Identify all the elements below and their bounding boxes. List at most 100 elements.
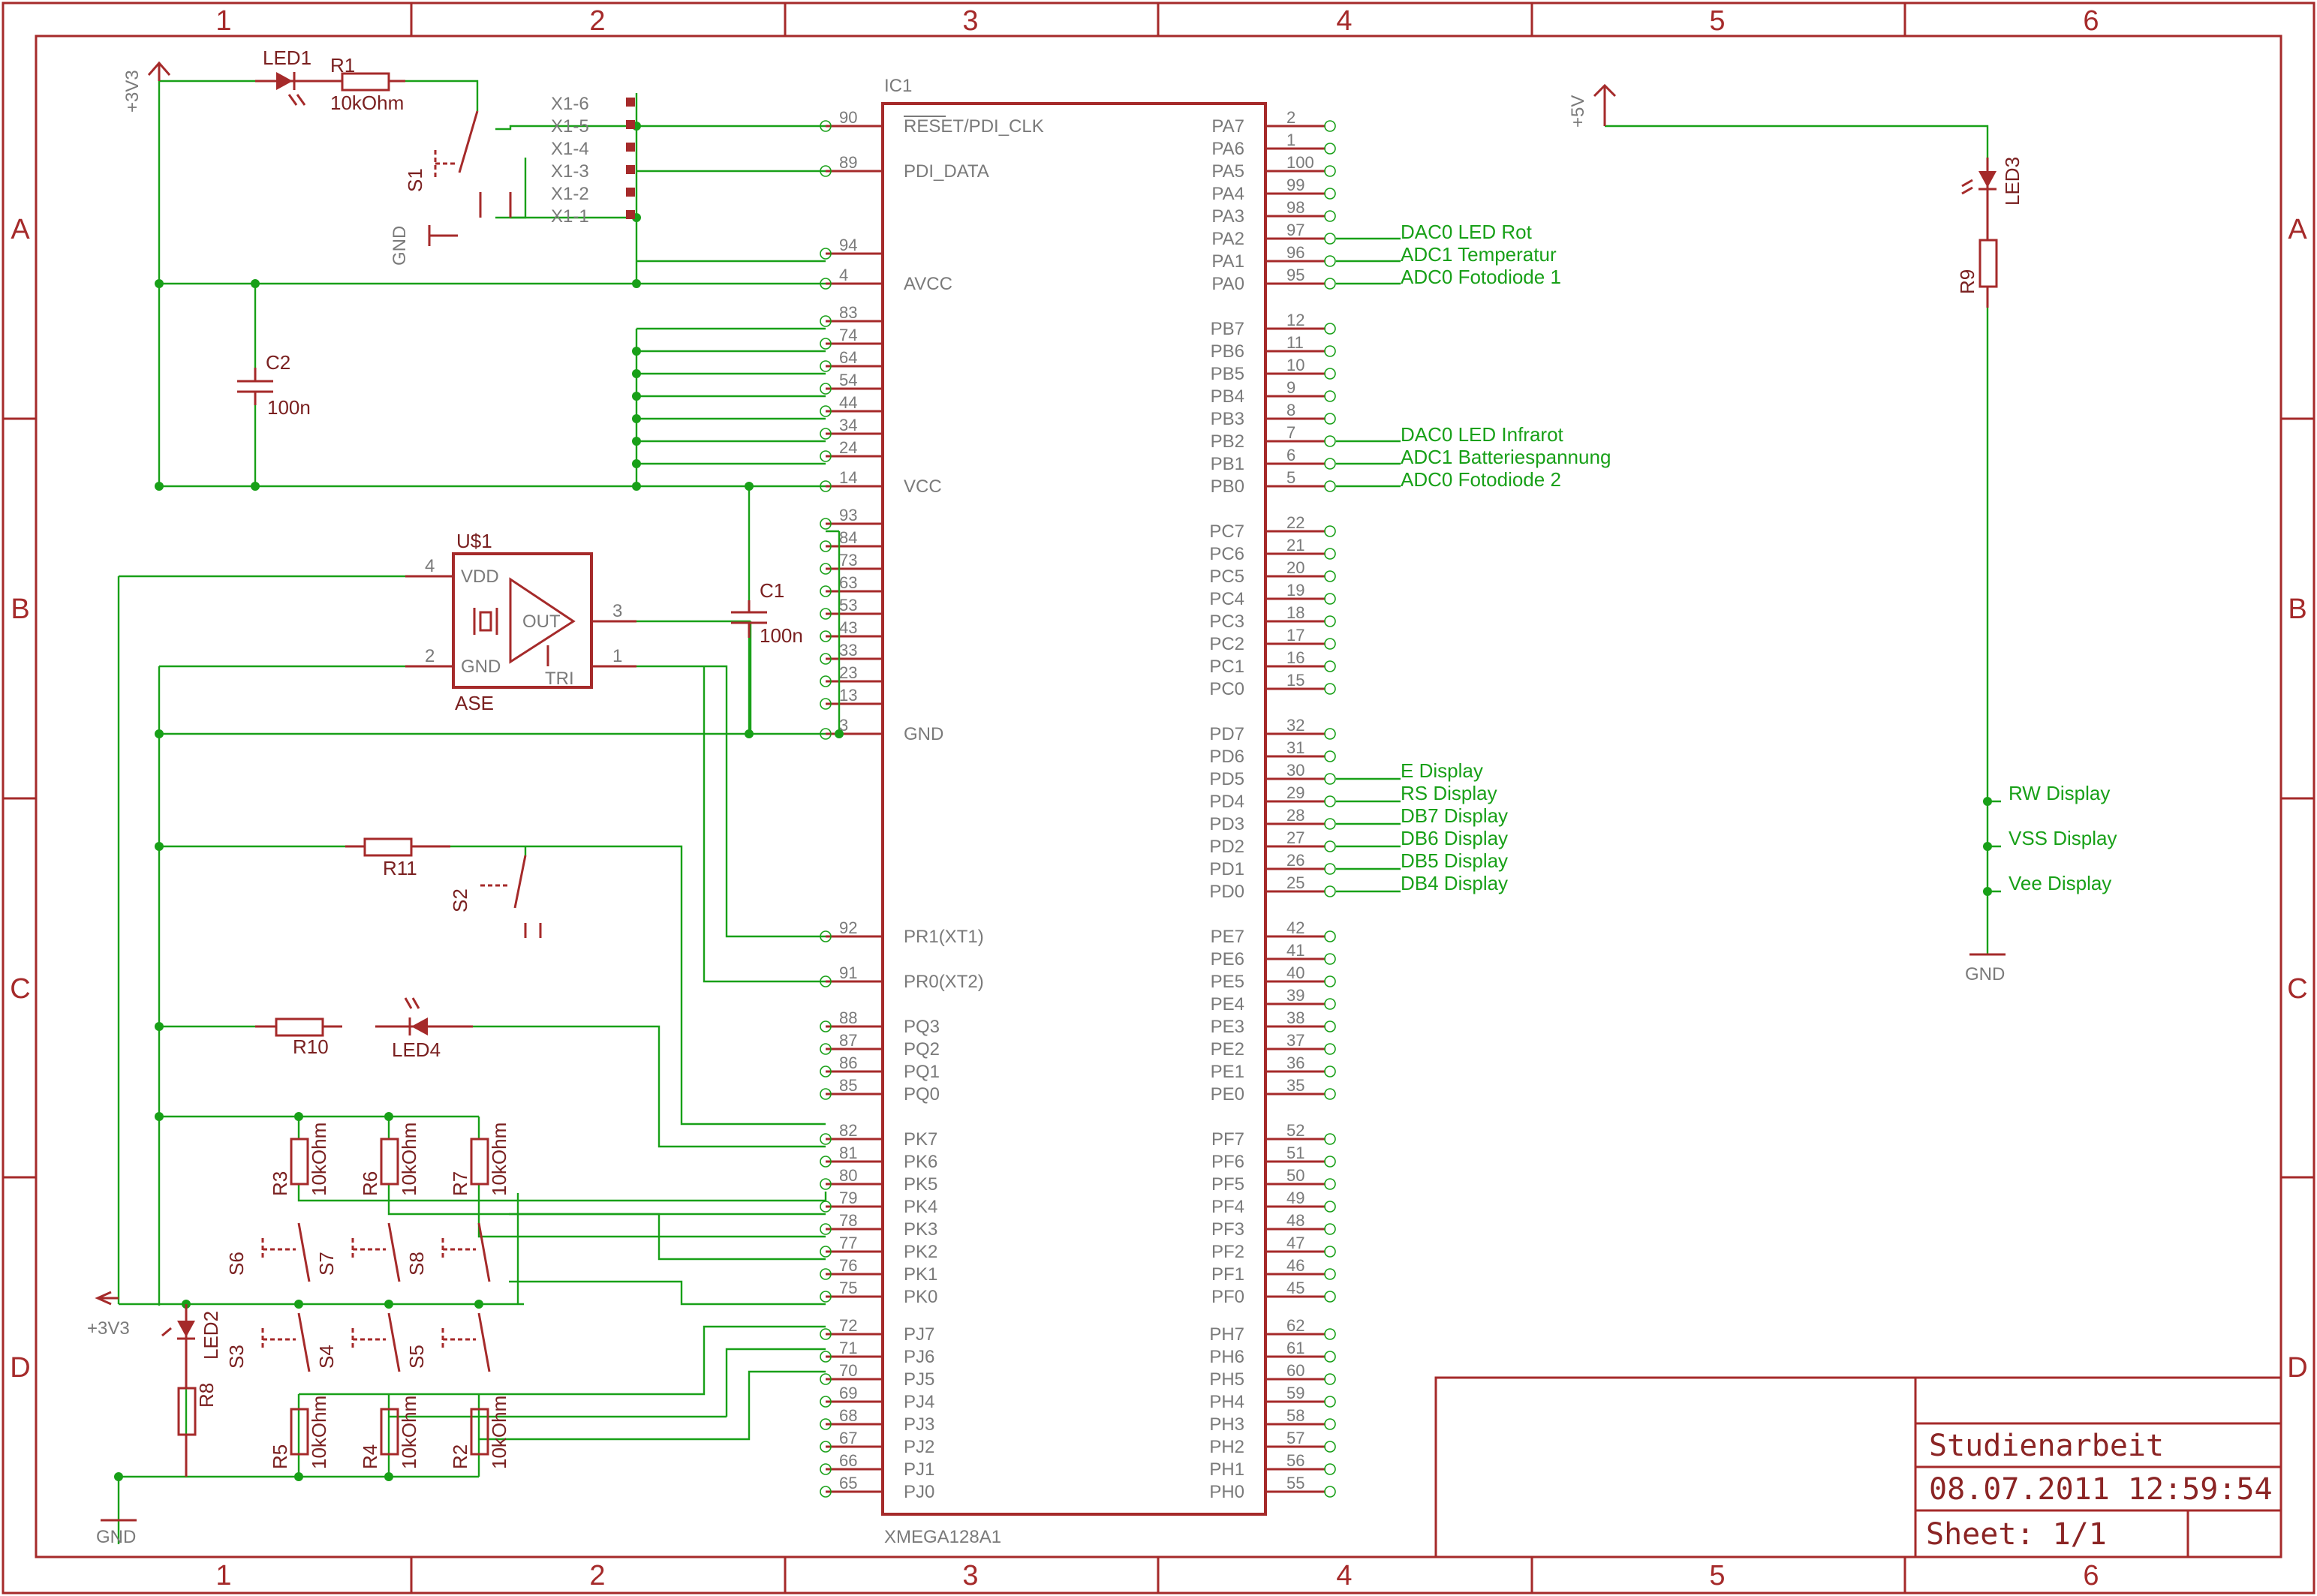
net-pd3: DB7 Display: [1401, 804, 1508, 827]
ic1-pin-name: PK1: [904, 1264, 937, 1285]
s8-label: S8: [405, 1252, 428, 1276]
ic1-pin-name: PE5: [1211, 972, 1244, 992]
x1-2: X1-2: [551, 184, 589, 204]
ic1-pin-end: [820, 315, 832, 327]
s4-label: S4: [315, 1345, 338, 1369]
ic1-pin-end: [1324, 1396, 1336, 1408]
ic1-pin-end: [1324, 1268, 1336, 1280]
ic1-pin-end: [1324, 1020, 1336, 1032]
ic1-pin-name: GND: [904, 724, 943, 744]
c2-value: 100n: [267, 396, 311, 419]
r5-value: 10kOhm: [308, 1396, 330, 1469]
ic1-pin-end: [1324, 1486, 1336, 1498]
ic1-pin-number: 71: [839, 1339, 857, 1357]
ic1-right-pins: 2PA71PA6100PA599PA498PA397PA296PA195PA01…: [1209, 108, 1336, 1502]
net-pd0: DB4 Display: [1401, 872, 1508, 894]
r8: R8: [177, 1383, 218, 1477]
r6-value: 10kOhm: [398, 1123, 420, 1196]
c1-label: C1: [760, 579, 784, 602]
ic1-pin-name: PE1: [1211, 1062, 1244, 1082]
ic1-pin-number: 96: [1286, 243, 1304, 262]
ic1-pin-end: [1324, 1351, 1336, 1363]
r7: R7 10kOhm: [449, 1123, 510, 1196]
r2-value: 10kOhm: [488, 1396, 510, 1469]
col-label-1: 1: [215, 5, 231, 37]
ic1-pin-number: 10: [1286, 356, 1304, 374]
ic1-pin-number: 32: [1286, 716, 1304, 735]
ic1-pin-end: [1324, 188, 1336, 200]
ic1-pin-end: [1324, 143, 1336, 155]
ic1-pin-end: [820, 1373, 832, 1385]
ic1-pin-end: [1324, 840, 1336, 852]
led4-label: LED4: [392, 1038, 441, 1061]
gnd-right-label: GND: [1965, 964, 2005, 984]
col-label-4: 4: [1336, 5, 1352, 37]
s2-switch: S2: [449, 855, 542, 938]
ic1-pin-number: 18: [1286, 603, 1304, 622]
ic1-pin-end: [820, 428, 832, 440]
gnd-right-symbol: GND: [1965, 930, 2006, 984]
ic1-pin-name: PQ1: [904, 1062, 940, 1082]
v5-symbol: +5V: [1568, 83, 1617, 128]
c2-label: C2: [266, 351, 290, 374]
ic1-pin-number: 83: [839, 303, 857, 322]
row-label-b-right: B: [2288, 594, 2306, 625]
ic1-pin-number: 58: [1286, 1406, 1304, 1425]
ic1-pin-number: 62: [1286, 1316, 1304, 1335]
ic1-pin-number: 45: [1286, 1279, 1304, 1297]
ic1-pin-end: [1324, 638, 1336, 650]
ic1-pin-name: PK6: [904, 1152, 937, 1172]
ic1-pin-name: PR0(XT2): [904, 972, 984, 992]
ic1-pin-end: [1324, 480, 1336, 492]
ic1-pin-number: 87: [839, 1031, 857, 1050]
ic1-pin-number: 61: [1286, 1339, 1304, 1357]
s8-switch: S8: [405, 1222, 491, 1282]
c2-capacitor: C2 100n: [237, 351, 311, 419]
ic1-pin-number: 31: [1286, 738, 1304, 757]
gnd-s1-symbol: GND: [390, 225, 458, 266]
ic1-pin-name: PR1(XT1): [904, 927, 984, 947]
ic1-pin-end: [1324, 323, 1336, 335]
ic1-pin-name: PA7: [1211, 116, 1244, 137]
led2: LED2: [161, 1304, 222, 1388]
ic1-pin-end: [1324, 998, 1336, 1010]
ic1-pin-name: PQ0: [904, 1084, 940, 1105]
ic1-pin-name: PH6: [1209, 1347, 1244, 1367]
col-label-2: 2: [589, 5, 605, 37]
ic1-pin-end: [1324, 750, 1336, 762]
ic1-pin-number: 33: [839, 641, 857, 660]
ic1-pin-end: [820, 518, 832, 530]
s5-switch: S5: [405, 1312, 491, 1372]
ic1-pin-name: PQ2: [904, 1039, 940, 1059]
ic1-pin-name: PD2: [1209, 837, 1244, 857]
s5-label: S5: [405, 1345, 428, 1369]
ic1-pin-number: 17: [1286, 626, 1304, 645]
gnd-left-label: GND: [96, 1527, 136, 1547]
row-label-d: D: [10, 1352, 30, 1384]
ic1-pin-end: [1324, 683, 1336, 695]
row-label-a: A: [11, 214, 30, 245]
ic1-pin-name: PA4: [1211, 184, 1244, 204]
ic1-pin-number: 72: [839, 1316, 857, 1335]
ic1-pin-end: [1324, 773, 1336, 785]
ic1-pin-number: 63: [839, 573, 857, 592]
ic1-pin-end: [820, 338, 832, 350]
ic1-pin-end: [820, 698, 832, 710]
ic1-pin-number: 47: [1286, 1234, 1304, 1252]
c1-capacitor: C1 100n: [731, 579, 803, 647]
ic1-pin-number: 21: [1286, 536, 1304, 555]
ic1-pin-end: [820, 1291, 832, 1303]
r4: R4 10kOhm: [359, 1396, 420, 1469]
ic1-pin-number: 76: [839, 1256, 857, 1275]
ic1-pin-end: [1324, 593, 1336, 605]
ic1-pin-end: [1324, 728, 1336, 740]
ic1-pin-number: 13: [839, 686, 857, 705]
ic1-pin-number: 11: [1286, 333, 1304, 352]
x1-3: X1-3: [551, 161, 589, 182]
row-label-d-right: D: [2287, 1352, 2307, 1384]
net-labels: DAC0 LED Rot ADC1 Temperatur ADC0 Fotodi…: [1401, 221, 2117, 894]
ic1-pin-name: PK3: [904, 1219, 937, 1240]
ic1-pin-number: 98: [1286, 198, 1304, 217]
ic1-pin-name: PK2: [904, 1242, 937, 1262]
ic1-pin-end: [1324, 120, 1336, 132]
